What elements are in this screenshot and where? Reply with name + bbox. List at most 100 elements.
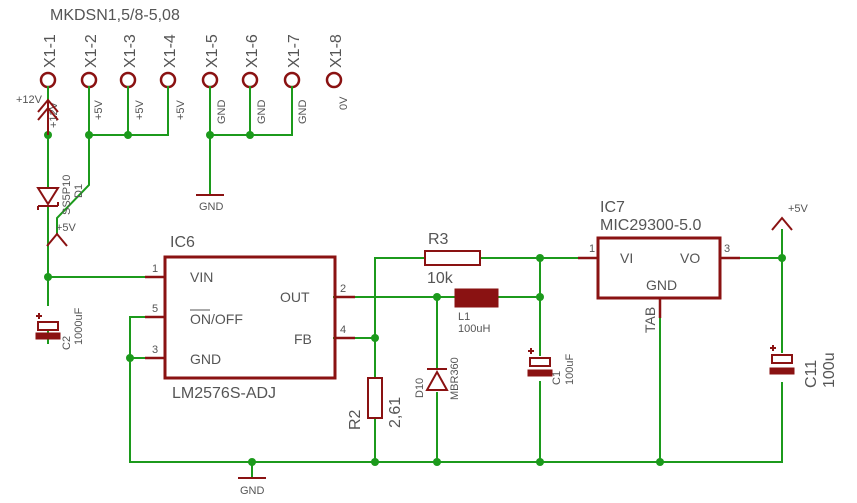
ic6-name: IC6 [170, 234, 195, 251]
pin-pad [241, 71, 259, 89]
ic6-part: LM2576S-ADJ [172, 385, 276, 402]
pin-net-label: GND [297, 100, 309, 125]
pin-label: X1-5 [204, 34, 221, 68]
pin-pad [119, 71, 137, 89]
supply-5v-output: +5V [771, 203, 809, 231]
inductor-l1: L1 100uH [454, 288, 499, 335]
ic6-pin-number-fb: 4 [340, 324, 346, 336]
inductor-l1-body [454, 288, 499, 308]
resistor-r2: R2 2,61 [347, 377, 404, 430]
capacitor-c11-plate [771, 354, 793, 364]
resistor-r2-value: 2,61 [387, 397, 404, 428]
diode-d10-value: MBR360 [449, 357, 461, 400]
capacitor-c1-name: C1 [551, 371, 563, 385]
supply-5v-output-label: +5V [788, 203, 809, 215]
diode-d10: D10 MBR360 [414, 357, 461, 400]
resistor-r3-body [424, 250, 481, 266]
diode-d1: SS5P10 D1 [36, 175, 85, 215]
diode-d1-body [36, 187, 60, 206]
pin-net-label: GND [256, 100, 268, 125]
capacitor-c2-name: C2 [61, 336, 73, 350]
ic6-pin-number-vin: 1 [152, 263, 158, 275]
capacitor-c11: C11 100u [769, 345, 838, 388]
supply-12v: +12V [16, 94, 59, 135]
pin-label: X1-7 [286, 34, 303, 68]
connector-pin-x1-5: X1-5 GND [201, 34, 228, 125]
ic6-pin-out: OUT [280, 289, 310, 305]
capacitor-c11-value: 100u [821, 352, 838, 388]
pin-net-label: 0V [338, 96, 350, 110]
ic6-pin-number-out: 2 [340, 283, 346, 295]
ic7-pin-tab: TAB [642, 307, 658, 333]
ic6-pin-gnd: GND [190, 351, 221, 367]
pin-label: X1-4 [162, 34, 179, 68]
ic7-regulator: IC7 MIC29300-5.0 VI VO GND TAB 1 3 [578, 199, 740, 333]
ic6-regulator: IC6 LM2576S-ADJ VIN ON/OFF GND OUT FB 1 … [145, 234, 355, 402]
capacitor-c11-plate-neg [769, 367, 795, 375]
diode-d1-value: SS5P10 [61, 175, 73, 215]
inductor-l1-name: L1 [458, 311, 470, 323]
ic6-pin-on-off: ON/OFF [190, 311, 243, 327]
pin-pad [39, 71, 57, 89]
resistor-r3: R3 10k [424, 231, 481, 287]
ic7-pin-number-vo: 3 [724, 243, 730, 255]
ground-symbol-bottom: GND [238, 477, 266, 497]
diode-d1-name: D1 [73, 184, 85, 198]
supply-12v-label: +12V [16, 94, 43, 106]
capacitor-c1-plate-neg [527, 369, 553, 377]
resistor-r2-body [367, 377, 383, 419]
connector-pin-x1-7: X1-7 GND [283, 34, 309, 125]
pin-label: X1-6 [244, 34, 261, 68]
diode-d10-name: D10 [414, 378, 426, 398]
capacitor-c1-value: 100uF [564, 354, 576, 385]
pin-net-label: +5V [93, 99, 105, 120]
ground-top-label: GND [199, 201, 224, 213]
pin-pad [80, 71, 98, 89]
ic7-pin-gnd: GND [646, 277, 677, 293]
ic7-name: IC7 [600, 199, 625, 216]
capacitor-c11-name: C11 [803, 360, 820, 388]
connector-name: MKDSN1,5/8-5,08 [50, 7, 180, 24]
capacitor-c1: C1 100uF [527, 348, 576, 385]
connector-pin-x1-2: X1-2 +5V [80, 34, 105, 120]
resistor-r2-name: R2 [347, 409, 364, 430]
diode-d10-body [425, 369, 449, 391]
ic7-pin-vo: VO [680, 250, 700, 266]
junctions [44, 131, 786, 466]
pin-label: X1-2 [83, 34, 100, 68]
pin-pad [283, 71, 301, 89]
pin-net-label: +5V [134, 99, 146, 120]
pin-pad [159, 71, 177, 89]
connector-pin-x1-3: X1-3 +5V [119, 34, 146, 120]
ic7-part: MIC29300-5.0 [600, 217, 701, 234]
pin-label: X1-1 [42, 34, 59, 68]
inductor-l1-value: 100uH [458, 323, 490, 335]
connector-pins: X1-1 +12V X1-2 +5V X1-3 +5V X1-4 +5V X1-… [39, 34, 350, 128]
ground-bottom-label: GND [240, 485, 265, 497]
pin-net-label: GND [216, 100, 228, 125]
ic6-pin-number-on-off: 5 [152, 303, 158, 315]
ic7-pin-vi: VI [620, 250, 633, 266]
pin-pad [201, 71, 219, 89]
ground-symbol-top: GND [196, 194, 224, 213]
ic6-pin-fb: FB [294, 331, 312, 347]
supply-5v-diode: +5V [46, 222, 77, 247]
ic6-pin-number-gnd: 3 [152, 344, 158, 356]
connector-pin-x1-4: X1-4 +5V [159, 34, 187, 120]
ic6-pin-vin: VIN [190, 269, 213, 285]
pin-net-label: +5V [175, 99, 187, 120]
pin-label: X1-8 [328, 34, 345, 68]
resistor-r3-name: R3 [428, 231, 449, 248]
supply-5v-diode-label: +5V [56, 222, 77, 234]
capacitor-c1-plate [529, 357, 551, 367]
capacitor-c2: C2 1000uF [35, 307, 85, 350]
connector-pin-x1-6: X1-6 GND [241, 34, 268, 125]
pin-label: X1-3 [122, 34, 139, 68]
capacitor-c2-value: 1000uF [73, 307, 85, 345]
capacitor-c2-plate-neg [35, 332, 61, 340]
connector-pin-x1-8: X1-8 0V [325, 34, 350, 110]
resistor-r3-value: 10k [427, 270, 454, 287]
ic7-pin-number-vi: 1 [589, 243, 595, 255]
